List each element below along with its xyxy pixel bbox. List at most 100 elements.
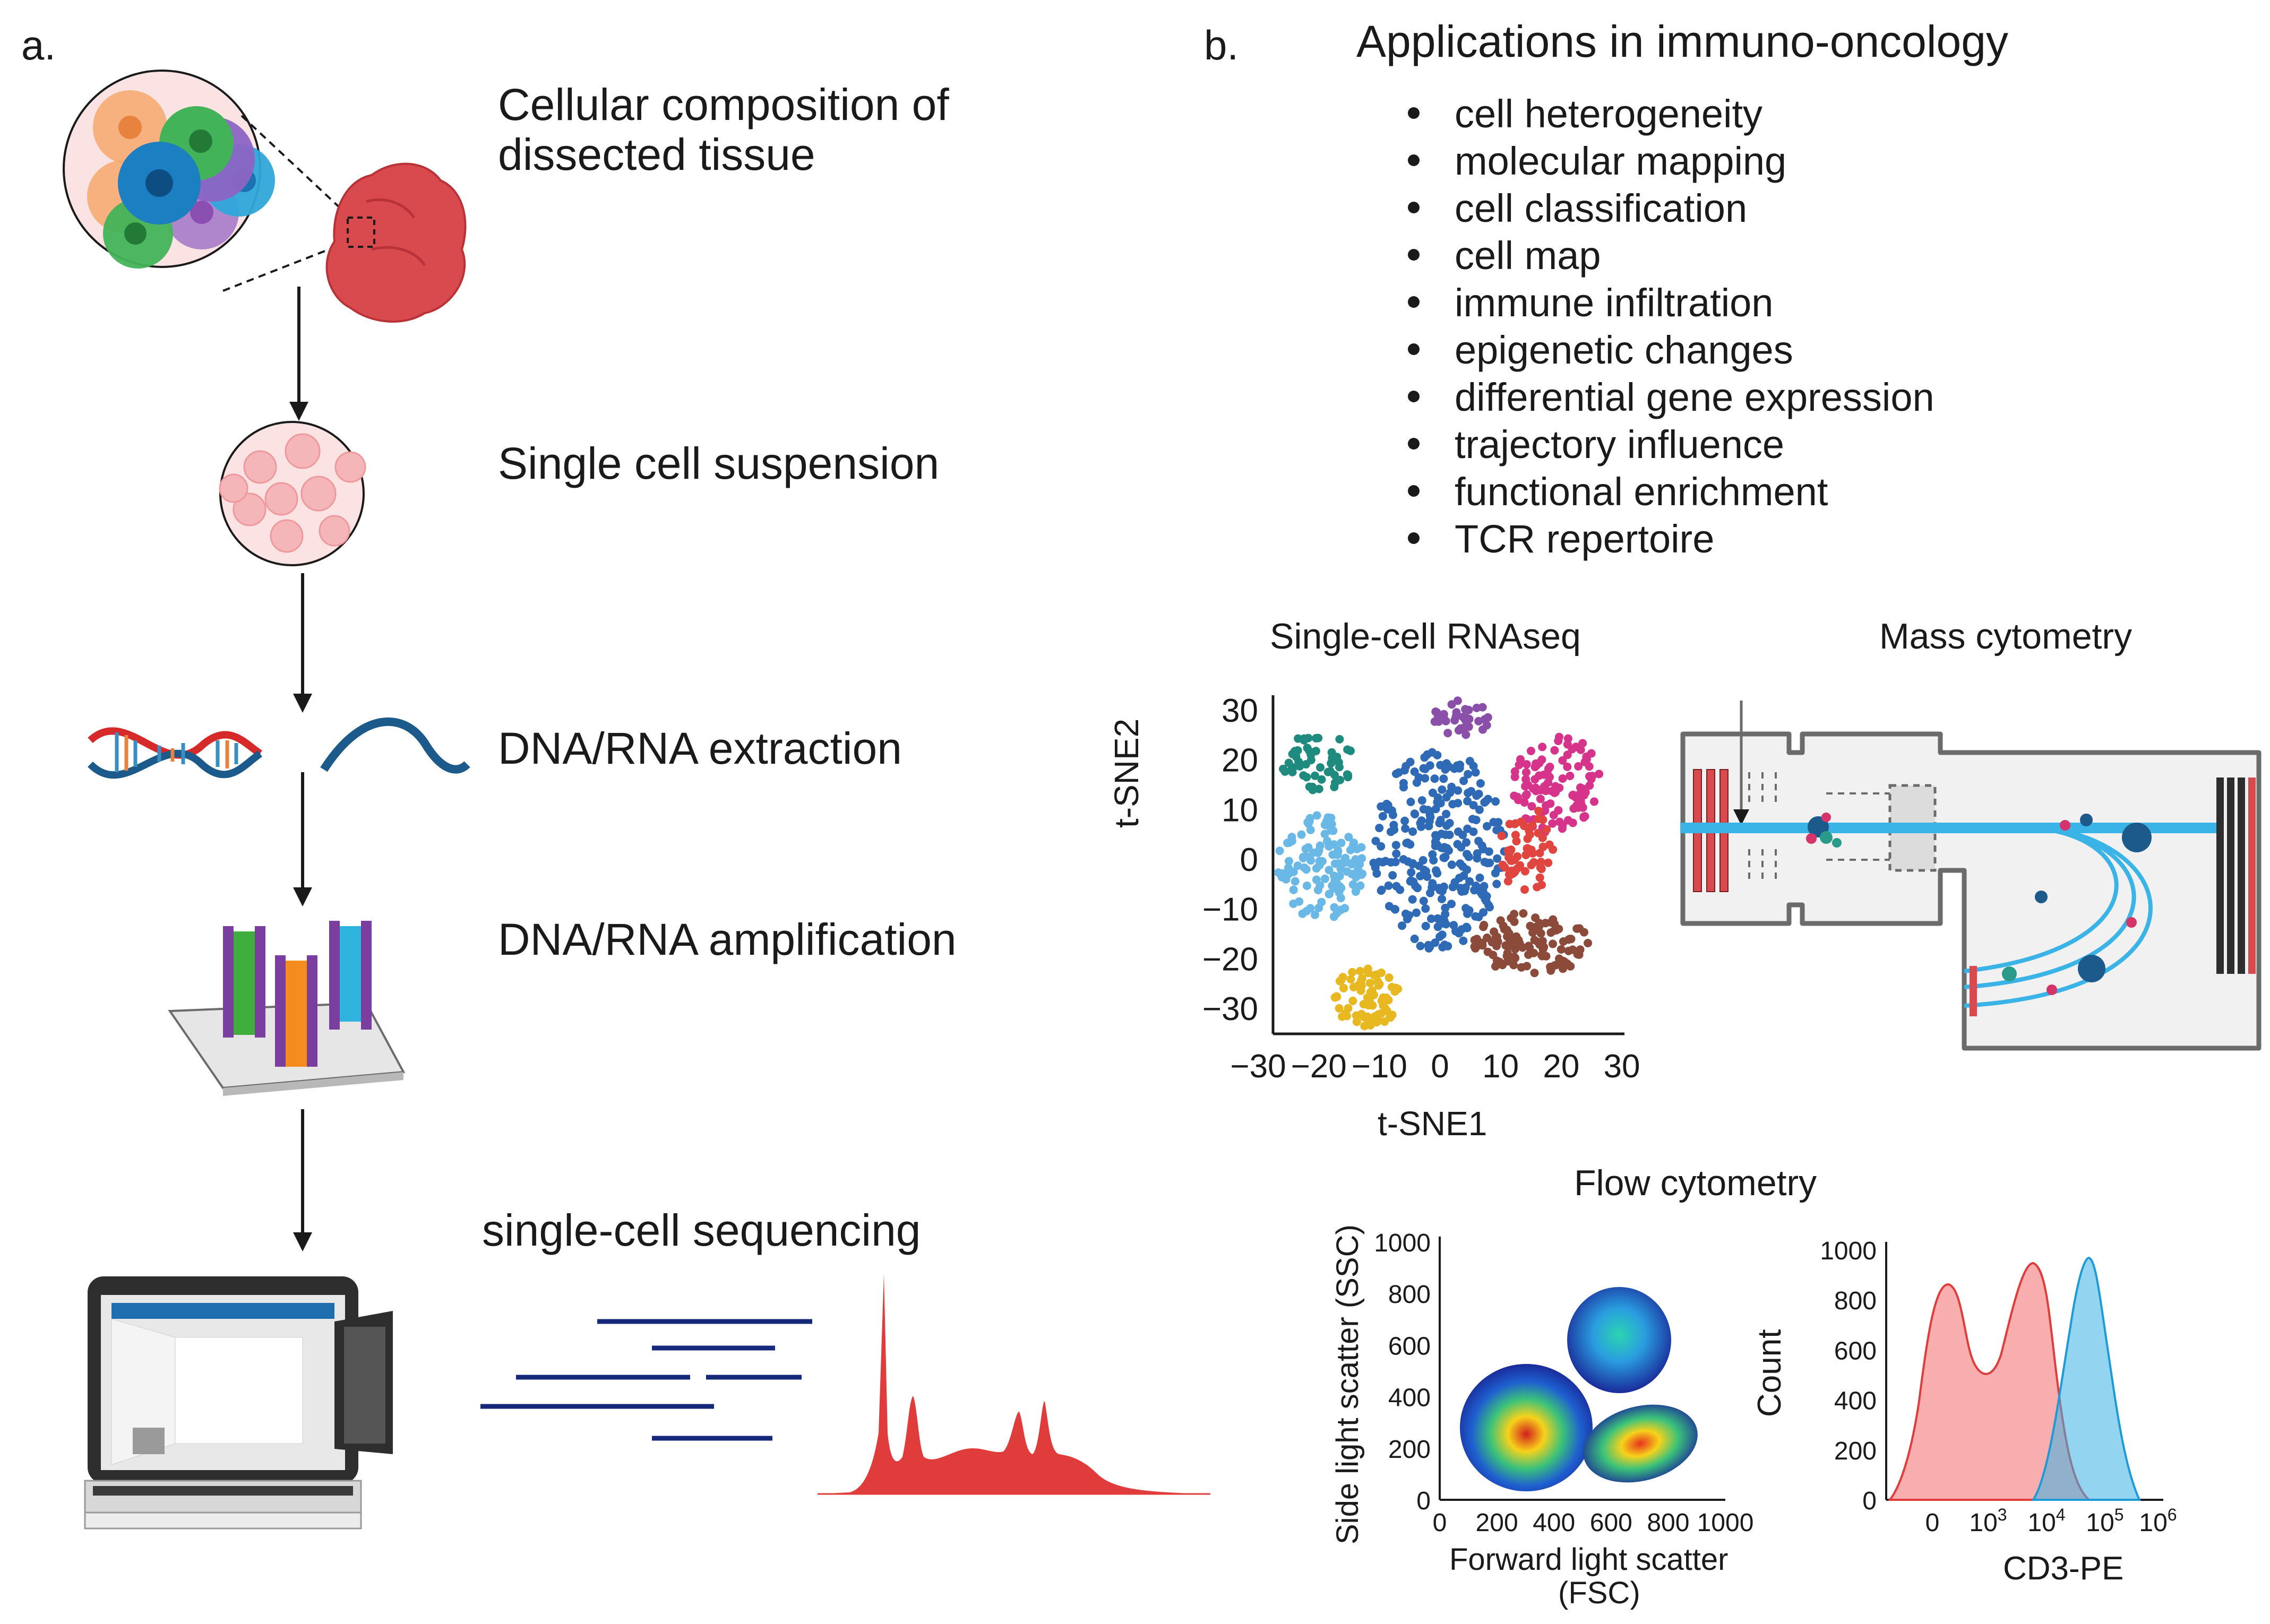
rnaseq-point: [1388, 806, 1396, 815]
rnaseq-point: [1461, 730, 1471, 739]
rnaseq-point: [1464, 770, 1473, 779]
scatter-y-tick: 800: [1388, 1281, 1431, 1309]
rnaseq-point: [1348, 968, 1357, 977]
flow-cytometry-title: Flow cytometry: [1574, 1163, 1817, 1203]
rnaseq-point: [1493, 854, 1502, 863]
rnaseq-point: [1523, 962, 1531, 971]
rnaseq-point: [1327, 748, 1336, 757]
mass-cytometry-title: Mass cytometry: [1879, 616, 2133, 656]
rnaseq-point: [1309, 848, 1318, 857]
rnaseq-point: [1298, 909, 1307, 918]
rnaseq-x-tick: 30: [1604, 1048, 1640, 1085]
rnaseq-point: [1520, 867, 1529, 876]
rnaseq-point: [1422, 867, 1431, 876]
rnaseq-point: [1464, 852, 1473, 861]
rnaseq-point: [1299, 853, 1308, 862]
rnaseq-point: [1452, 708, 1461, 717]
rnaseq-point: [1400, 816, 1409, 825]
rnaseq-point: [1334, 859, 1343, 868]
rnaseq-point: [1472, 791, 1481, 800]
rnaseq-y-tick: 30: [1222, 693, 1258, 729]
rnaseq-point: [1289, 885, 1298, 894]
rnaseq-point: [1275, 846, 1284, 856]
rnaseq-point: [1497, 832, 1506, 840]
rnaseq-point: [1538, 842, 1547, 851]
rnaseq-point: [1431, 805, 1440, 814]
rnaseq-y-tick: 0: [1240, 842, 1258, 878]
rnaseq-point: [1554, 806, 1563, 815]
scatter-y-tick: 1000: [1374, 1229, 1431, 1257]
rnaseq-point: [1516, 861, 1525, 870]
rnaseq-point: [1435, 932, 1444, 941]
rnaseq-point: [1428, 850, 1437, 859]
rnaseq-point: [1576, 783, 1585, 792]
amplification-icon: [168, 921, 406, 1096]
rnaseq-point: [1327, 819, 1336, 828]
scatter-xlabel: Forward light scatter: [1449, 1542, 1729, 1577]
rnaseq-point: [1464, 789, 1473, 798]
scatter-y-tick: 200: [1388, 1436, 1431, 1464]
rnaseq-point: [1349, 841, 1357, 850]
rnaseq-point: [1335, 1004, 1344, 1013]
rnaseq-point: [1279, 764, 1288, 773]
rnaseq-point: [1336, 775, 1345, 784]
rnaseq-point: [1377, 886, 1386, 895]
rnaseq-point: [1521, 782, 1529, 791]
rnaseq-point: [1386, 827, 1395, 836]
rnaseq-point: [1404, 857, 1412, 866]
application-item: trajectory influence: [1407, 421, 1934, 468]
application-item: cell classification: [1407, 185, 1934, 232]
rnaseq-point: [1536, 929, 1545, 938]
histogram-xlabel: CD3-PE: [2003, 1550, 2124, 1587]
rnaseq-point: [1334, 846, 1343, 855]
rnaseq-point: [1329, 912, 1338, 921]
rnaseq-point: [1434, 884, 1443, 893]
rnaseq-point: [1436, 761, 1445, 770]
rnaseq-point: [1575, 790, 1584, 799]
rnaseq-point: [1394, 768, 1403, 777]
rnaseq-point: [1559, 937, 1568, 946]
rnaseq-point: [1354, 981, 1363, 990]
rnaseq-point: [1441, 903, 1450, 912]
rnaseq-y-tick: 20: [1222, 742, 1258, 779]
rnaseq-point: [1537, 880, 1546, 889]
application-item: TCR repertoire: [1407, 515, 1934, 563]
rnaseq-point: [1544, 858, 1553, 867]
rnaseq-point: [1590, 797, 1598, 806]
rnaseq-point: [1433, 798, 1442, 807]
histogram-y-tick: 0: [1862, 1487, 1877, 1515]
rnaseq-point: [1363, 1012, 1372, 1021]
rnaseq-point: [1312, 811, 1321, 820]
rnaseq-point: [1391, 841, 1400, 850]
rnaseq-point: [1509, 869, 1518, 878]
rnaseq-point: [1431, 842, 1440, 850]
rnaseq-point: [1513, 852, 1522, 861]
scatter-x-tick: 0: [1433, 1509, 1447, 1537]
rnaseq-point: [1399, 779, 1408, 788]
rnaseq-point: [1340, 904, 1349, 913]
rnaseq-point: [1288, 763, 1297, 772]
rnaseq-point: [1347, 869, 1356, 878]
rnaseq-point: [1554, 925, 1563, 934]
rnaseq-point: [1312, 734, 1321, 742]
rnaseq-point: [1534, 807, 1543, 815]
step-suspension-label: Single cell suspension: [498, 438, 940, 488]
rnaseq-point: [1335, 735, 1344, 744]
rnaseq-point: [1513, 792, 1522, 801]
rnaseq-point: [1431, 938, 1440, 947]
rnaseq-point: [1303, 744, 1312, 753]
rnaseq-point: [1442, 821, 1451, 830]
rnaseq-point: [1567, 935, 1576, 944]
rnaseq-point: [1510, 917, 1519, 926]
rnaseq-point: [1510, 772, 1519, 781]
rnaseq-point: [1587, 749, 1596, 758]
rnaseq-point: [1357, 843, 1366, 852]
rnaseq-point: [1530, 969, 1539, 978]
rnaseq-point: [1365, 979, 1374, 988]
rnaseq-point: [1303, 818, 1312, 827]
rnaseq-point: [1450, 716, 1459, 725]
rnaseq-point: [1317, 897, 1326, 906]
rnaseq-point: [1511, 831, 1520, 840]
scatter-x-tick: 1000: [1697, 1509, 1754, 1537]
